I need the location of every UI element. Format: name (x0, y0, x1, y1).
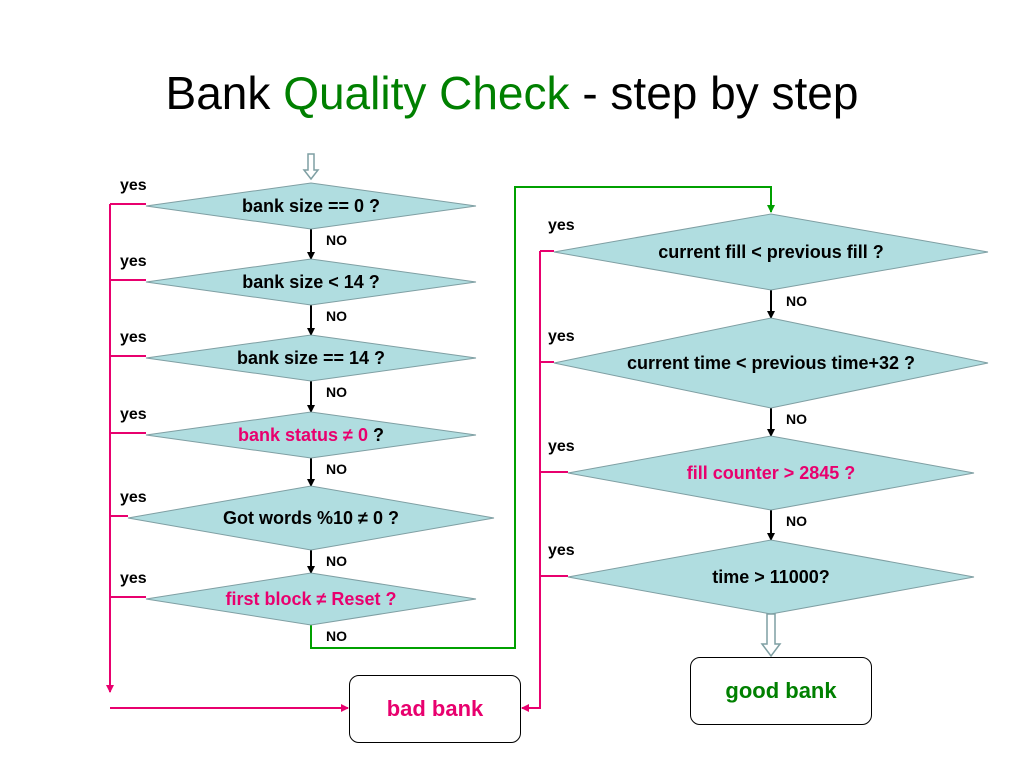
no-label: NO (786, 411, 807, 427)
no-label: NO (326, 232, 347, 248)
no-label: NO (326, 628, 347, 644)
good-bank-box: good bank (690, 657, 872, 725)
decision-label: bank status ≠ 0 ? (238, 425, 384, 445)
title-part2: Quality Check (283, 67, 570, 119)
connector-lines (106, 186, 775, 712)
title-part1: Bank (165, 67, 271, 119)
decision-label: current fill < previous fill ? (658, 242, 884, 262)
no-label: NO (326, 308, 347, 324)
decision-diamond (567, 435, 975, 511)
decision-diamond (145, 334, 477, 382)
no-label: NO (326, 461, 347, 477)
decision-label: bank size == 14 ? (237, 348, 385, 368)
yes-label: yes (120, 329, 147, 346)
yes-label: yes (120, 177, 147, 194)
no-path-to-right-column (310, 186, 775, 649)
good-bank-label: good bank (725, 678, 837, 703)
decision-diamond (145, 411, 477, 459)
page-title: Bank Quality Check - step by step (0, 66, 1024, 120)
decision-diamond (553, 213, 989, 291)
decision-label: fill counter > 2845 ? (687, 463, 856, 483)
decision-label-text: bank size < 14 ? (242, 272, 380, 292)
no-label: NO (786, 513, 807, 529)
decision-diamond (145, 258, 477, 306)
title-part3: - step by step (582, 67, 859, 119)
yes-label: yes (120, 406, 147, 423)
entry-arrow-icon (302, 153, 320, 181)
decision-diamond (145, 572, 477, 626)
yes-label: yes (548, 542, 575, 559)
decision-label-text: bank size == 14 ? (237, 348, 385, 368)
decision-diamond (145, 182, 477, 230)
yes-label: yes (548, 438, 575, 455)
yes-label: yes (120, 570, 147, 587)
decision-diamond (567, 539, 975, 615)
decision-label: Got words %10 ≠ 0 ? (223, 508, 399, 528)
bad-bank-box: bad bank (349, 675, 521, 743)
decision-diamond (553, 317, 989, 409)
decision-label: bank size < 14 ? (242, 272, 380, 292)
decision-label-text: Got words %10 ≠ 0 ? (223, 508, 399, 528)
right-to-bad-bank-arrow (521, 692, 541, 712)
decision-label: time > 11000? (712, 567, 830, 587)
no-label: NO (326, 553, 347, 569)
decision-label: current time < previous time+32 ? (627, 353, 915, 373)
to-good-bank-arrow-icon (760, 613, 782, 658)
no-label: NO (326, 384, 347, 400)
decision-label-suffix: ? (368, 425, 384, 445)
decision-label-text: first block ≠ Reset ? (226, 589, 397, 609)
decision-diamond (127, 485, 495, 551)
yes-label: yes (120, 253, 147, 270)
yes-label: yes (548, 217, 575, 234)
yes-label: yes (548, 328, 575, 345)
decision-label-text: bank size == 0 ? (242, 196, 380, 216)
yes-label: yes (120, 489, 147, 506)
decision-label-text: bank status ≠ 0 (238, 425, 368, 445)
decision-label: first block ≠ Reset ? (226, 589, 397, 609)
bad-bank-label: bad bank (386, 696, 484, 721)
decision-label: bank size == 0 ? (242, 196, 380, 216)
no-label: NO (786, 293, 807, 309)
